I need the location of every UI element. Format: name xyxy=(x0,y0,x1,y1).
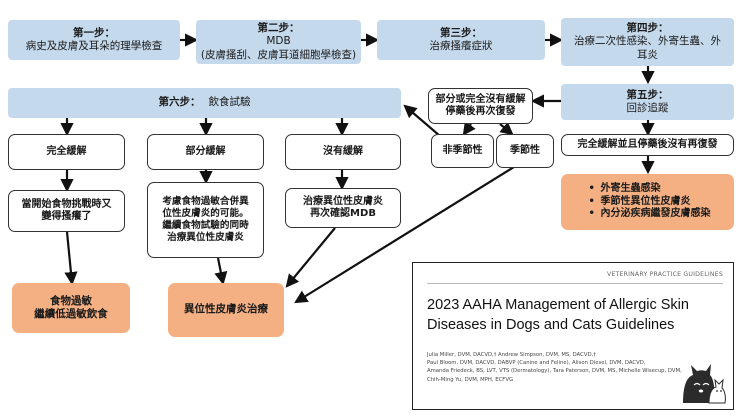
food-challenge-line1: 當開始食物挑戰時又 xyxy=(21,198,112,210)
partial-next-line3: 繼續食物試驗的同時 xyxy=(162,220,249,231)
partial-next-line2: 位性皮膚炎的可能。 xyxy=(162,208,249,220)
step4-box: 第四步： 治療二次性感染、外寄生蟲、外 耳炎 xyxy=(561,18,734,66)
step6-title: 第六步： xyxy=(158,96,201,109)
step3-box: 第三步： 治療搔癢症狀 xyxy=(377,20,545,60)
no-remission-next-line1: 治療異位性皮膚炎 xyxy=(303,195,383,207)
paper-authors: Julia Miller, DVM, DACVD,† Andrew Simpso… xyxy=(427,351,689,384)
complete-remission-label: 完全緩解 xyxy=(46,145,87,157)
authors-line: Julia Miller, DVM, DACVD,† Andrew Simpso… xyxy=(427,352,596,358)
arrow-partial-adtreatment xyxy=(214,257,228,286)
causes-list: 外寄生蟲感染 季節性異位性皮膚炎 內分泌疾病繼發皮膚感染 xyxy=(585,183,711,221)
cause-item: 季節性異位性皮膚炎 xyxy=(589,196,711,209)
cause-item: 內分泌疾病繼發皮膚感染 xyxy=(589,208,711,221)
causes-box: 外寄生蟲感染 季節性異位性皮膚炎 內分泌疾病繼發皮膚感染 xyxy=(561,174,734,230)
step5-box: 第五步： 回診追蹤 xyxy=(561,84,734,120)
decision-box: 部分或完全沒有緩解 停藥後再次復發 xyxy=(428,88,533,124)
no-remission-box: 沒有緩解 xyxy=(285,134,401,170)
arrow-seasonal-adtreatment xyxy=(294,161,523,304)
arrow-decision-nonseasonal xyxy=(462,121,476,136)
paper-divider xyxy=(427,283,723,284)
partial-remission-label: 部分緩解 xyxy=(185,145,226,157)
partial-next-line4: 治療異位性皮膚炎 xyxy=(167,231,244,243)
arrow-complete-foodallergy xyxy=(64,231,78,286)
cause-item: 外寄生蟲感染 xyxy=(589,183,711,196)
seasonal-label: 季節性 xyxy=(510,144,540,156)
partial-next-line1: 考慮食物過敏合併異 xyxy=(162,196,249,208)
authors-line: Paul Bloom, DVM, DACVD, DABVP (Canine an… xyxy=(427,360,646,367)
no-remission-label: 沒有緩解 xyxy=(323,145,363,157)
step6-box: 第六步： 飲食試驗 xyxy=(8,88,401,118)
authors-line: Amanda Friedeck, BS, LVT, VTS (Dermatolo… xyxy=(427,368,682,375)
full-remission-no-relapse-label: 完全緩解並且停藥後沒有再復發 xyxy=(577,138,718,150)
paper-title: 2023 AAHA Management of Allergic Skin Di… xyxy=(427,297,689,334)
ad-treatment-box: 異位性皮膚炎治療 xyxy=(168,283,284,337)
authors-line: Chih-Ming Yu, DVM, MPH, ECFVG xyxy=(427,376,514,383)
step3-desc: 治療搔癢症狀 xyxy=(429,40,493,52)
step2-desc-line1: MDB xyxy=(266,35,291,48)
partial-remission-box: 部分緩解 xyxy=(147,134,264,170)
step4-title: 第四步： xyxy=(626,22,669,35)
step5-title: 第五步： xyxy=(626,88,669,101)
step2-desc-line2: (皮膚搔刮、皮膚耳道細胞學檢查) xyxy=(200,48,357,61)
no-remission-next-line2: 再次確認MDB xyxy=(310,208,376,219)
step1-box: 第一步： 病史及皮膚及耳朵的理學檢查 xyxy=(8,20,180,60)
step4-desc-line2: 耳炎 xyxy=(637,48,658,61)
step2-title: 第二步： xyxy=(257,22,300,35)
complete-remission-box: 完全緩解 xyxy=(8,134,125,170)
full-remission-no-relapse-box: 完全緩解並且停藥後沒有再復發 xyxy=(561,134,734,156)
food-challenge-line2: 變得搔癢了 xyxy=(41,211,92,222)
journal-name: VETERINARY PRACTICE GUIDELINES xyxy=(606,271,723,278)
no-remission-next-box: 治療異位性皮膚炎 再次確認MDB xyxy=(285,188,401,228)
arrow-nonseasonal-s6 xyxy=(403,104,441,137)
food-challenge-box: 當開始食物挑戰時又 變得搔癢了 xyxy=(8,190,125,232)
dog-cat-illustration-icon xyxy=(683,364,726,404)
step4-desc-line1: 治療二次性感染、外寄生蟲、外 xyxy=(574,35,721,48)
step1-title: 第一步： xyxy=(73,26,115,39)
guideline-paper-card: VETERINARY PRACTICE GUIDELINES 2023 AAHA… xyxy=(412,262,734,410)
arrow-none-adtreatment xyxy=(285,227,336,288)
seasonal-box: 季節性 xyxy=(496,134,554,168)
step1-desc: 病史及皮膚及耳朵的理學檢查 xyxy=(25,40,163,52)
ad-treatment-label: 異位性皮膚炎治療 xyxy=(184,303,268,316)
partial-next-box: 考慮食物過敏合併異 位性皮膚炎的可能。 繼續食物試驗的同時 治療異位性皮膚炎 xyxy=(147,182,264,258)
non-seasonal-label: 非季節性 xyxy=(442,144,483,156)
step2-box: 第二步： MDB (皮膚搔刮、皮膚耳道細胞學檢查) xyxy=(196,20,361,64)
food-allergy-box: 食物過敏 繼續低過敏飲食 xyxy=(12,283,130,333)
arrow-decision-seasonal xyxy=(499,121,514,136)
food-allergy-line1: 食物過敏 xyxy=(50,294,92,307)
decision-line2: 停藥後再次復發 xyxy=(445,106,516,117)
decision-line1: 部分或完全沒有緩解 xyxy=(435,93,526,105)
non-seasonal-box: 非季節性 xyxy=(431,134,494,168)
step6-desc: 飲食試驗 xyxy=(208,96,251,109)
step3-title: 第三步： xyxy=(440,26,482,39)
step5-desc: 回診追蹤 xyxy=(626,102,669,114)
food-allergy-line2: 繼續低過敏飲食 xyxy=(34,308,108,320)
